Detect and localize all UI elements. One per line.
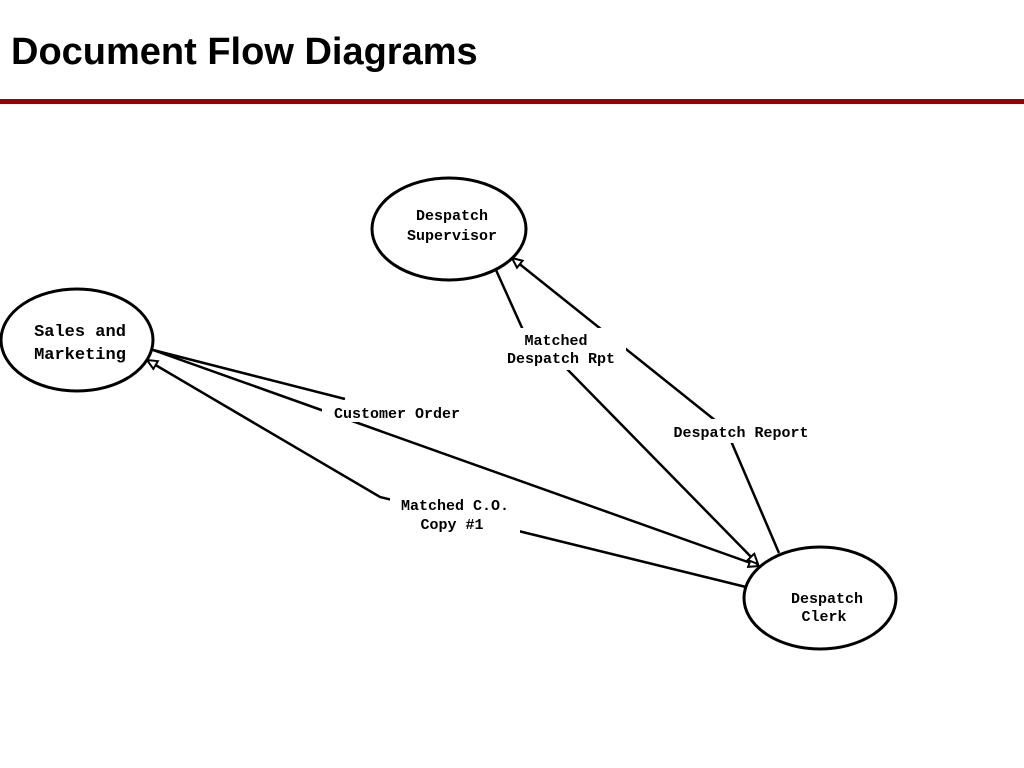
slide-title: Document Flow Diagrams (11, 31, 478, 73)
flow-label-matched-co-copy-line1: Matched C.O. (401, 498, 509, 515)
node-sales-and-marketing-label-line1: Sales and (34, 323, 126, 342)
node-despatch-supervisor-label-line1: Despatch (416, 208, 488, 225)
node-sales-and-marketing-label-line2: Marketing (34, 346, 126, 365)
flow-despatch-report-line (512, 258, 781, 554)
label-mask (390, 492, 520, 534)
flow-label-customer-order: Customer Order (334, 406, 460, 423)
node-despatch-clerk-label-line1: Despatch (791, 591, 863, 608)
node-despatch-supervisor-ellipse (370, 176, 528, 282)
flow-label-matched-despatch-rpt-line1: Matched (524, 333, 587, 350)
node-despatch-supervisor-label-line2: Supervisor (407, 228, 497, 245)
flow-label-matched-despatch-rpt-line2: Despatch Rpt (507, 351, 615, 368)
flow-customer-order-line (152, 348, 759, 566)
node-despatch-clerk: Despatch Clerk (742, 545, 898, 651)
flow-customer-order-line-segment (152, 348, 346, 401)
flow-label-despatch-report: Despatch Report (673, 425, 808, 442)
label-mask (322, 400, 472, 422)
flow-label-matched-co-copy-line2: Copy #1 (420, 517, 483, 534)
label-mask (660, 419, 822, 443)
node-despatch-clerk-ellipse (742, 545, 898, 651)
flow-matched-co-copy-line (147, 360, 747, 589)
node-sales-and-marketing: Sales and Marketing (0, 287, 155, 393)
label-mask (496, 328, 626, 370)
title-divider (0, 99, 1024, 104)
node-despatch-supervisor: Despatch Supervisor (370, 176, 528, 282)
node-despatch-clerk-label-line2: Clerk (801, 609, 846, 626)
node-sales-and-marketing-ellipse (0, 287, 155, 393)
